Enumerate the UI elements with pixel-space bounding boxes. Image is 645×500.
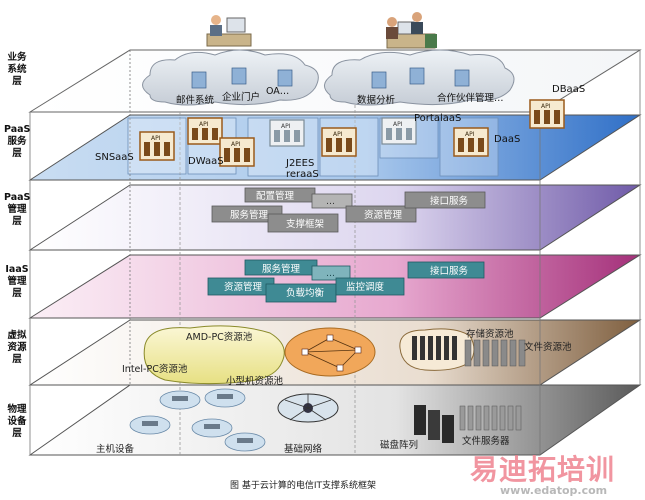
svg-text:API: API: [541, 103, 551, 110]
iaas-mgmt-balance: 负载均衡: [286, 287, 325, 299]
svg-text:API: API: [393, 121, 403, 128]
svg-text:API: API: [465, 131, 475, 138]
pool-amd-intel: [143, 325, 285, 385]
service-dbaas: DBaaS: [552, 84, 585, 95]
figure-caption: 图 基于云计算的电信IT支撑系统框架: [230, 481, 377, 491]
business-server-icons: [191, 67, 470, 89]
iaas-mgmt-interface: 接口服务: [430, 265, 469, 277]
layer-label-business: 业务 系统 层: [7, 52, 27, 87]
api-module: API: [381, 117, 417, 145]
svg-text:API: API: [199, 121, 209, 128]
layer-label-physical: 物理 设备 层: [7, 404, 27, 439]
layer-label-virtual: 虚拟 资源 层: [7, 330, 27, 365]
api-module: API: [187, 117, 223, 145]
api-module: API: [219, 137, 255, 167]
app-partner-label: 合作伙伴管理…: [437, 92, 504, 104]
app-mail-label: 邮件系统: [176, 94, 215, 106]
pool-amd-label: AMD-PC资源池: [186, 331, 253, 343]
host-clusters: [129, 388, 266, 452]
device-host-label: 主机设备: [96, 443, 135, 455]
device-disk-label: 磁盘阵列: [380, 439, 418, 451]
api-module: API: [529, 99, 565, 129]
device-network-label: 基础网络: [284, 443, 323, 455]
app-oa-label: OA…: [266, 86, 289, 97]
pool-storage-label: 存储资源池: [466, 328, 514, 340]
svg-text:API: API: [333, 131, 343, 138]
service-reraas: reraaS: [286, 169, 319, 180]
pool-network: [284, 327, 376, 377]
pool-intel-label: Intel-PC资源池: [122, 363, 188, 375]
file-servers: [459, 405, 522, 431]
api-module: API: [269, 119, 305, 147]
service-portalaas: PortalaaS: [414, 113, 461, 124]
paas-mgmt-more: …: [326, 197, 335, 207]
paas-mgmt-service: 服务管理: [230, 209, 269, 221]
api-module: API: [139, 131, 175, 161]
pool-file: [464, 339, 526, 367]
pool-storage: [399, 328, 475, 371]
watermark-url: www.edatop.com: [500, 484, 608, 497]
user-icon-right: [386, 12, 437, 49]
paas-mgmt-config: 配置管理: [256, 190, 295, 202]
paas-mgmt-interface: 接口服务: [430, 195, 469, 207]
pool-file-label: 文件资源池: [524, 341, 572, 353]
api-module: API: [321, 127, 357, 157]
disk-array: [414, 405, 454, 443]
api-module: API: [453, 127, 489, 157]
service-j2ees: J2EES: [285, 158, 314, 169]
layer-label-paas-service: PaaS 服务 层: [4, 124, 31, 159]
layer-label-iaas-mgmt: IaaS 管理 层: [5, 264, 29, 299]
svg-text:API: API: [281, 123, 291, 130]
service-daas: DaaS: [494, 134, 520, 145]
watermark-text: 易迪拓培训: [470, 453, 616, 486]
user-icon-left: [206, 15, 252, 47]
network-device: [277, 393, 339, 423]
service-snsaas: SNSaaS: [95, 152, 134, 163]
iaas-mgmt-monitor: 监控调度: [346, 281, 385, 293]
svg-text:API: API: [151, 135, 161, 142]
service-dwaas: DWaaS: [188, 156, 224, 167]
app-analytics-label: 数据分析: [357, 94, 396, 106]
paas-mgmt-boxes: [211, 187, 486, 233]
business-cloud-left: [142, 49, 319, 106]
paas-mgmt-framework: 支撑框架: [286, 218, 325, 230]
iaas-mgmt-boxes: [207, 259, 485, 303]
paas-mgmt-resource: 资源管理: [364, 209, 403, 221]
iaas-mgmt-resource: 资源管理: [224, 281, 263, 293]
pool-mini-label: 小型机资源池: [226, 375, 284, 387]
app-portal-label: 企业门户: [222, 91, 260, 103]
device-fileserver-label: 文件服务器: [462, 435, 510, 447]
iaas-mgmt-more: …: [326, 269, 335, 279]
svg-text:API: API: [231, 141, 241, 148]
iaas-mgmt-service: 服务管理: [262, 263, 301, 275]
layer-label-paas-mgmt: PaaS 管理 层: [4, 192, 31, 227]
